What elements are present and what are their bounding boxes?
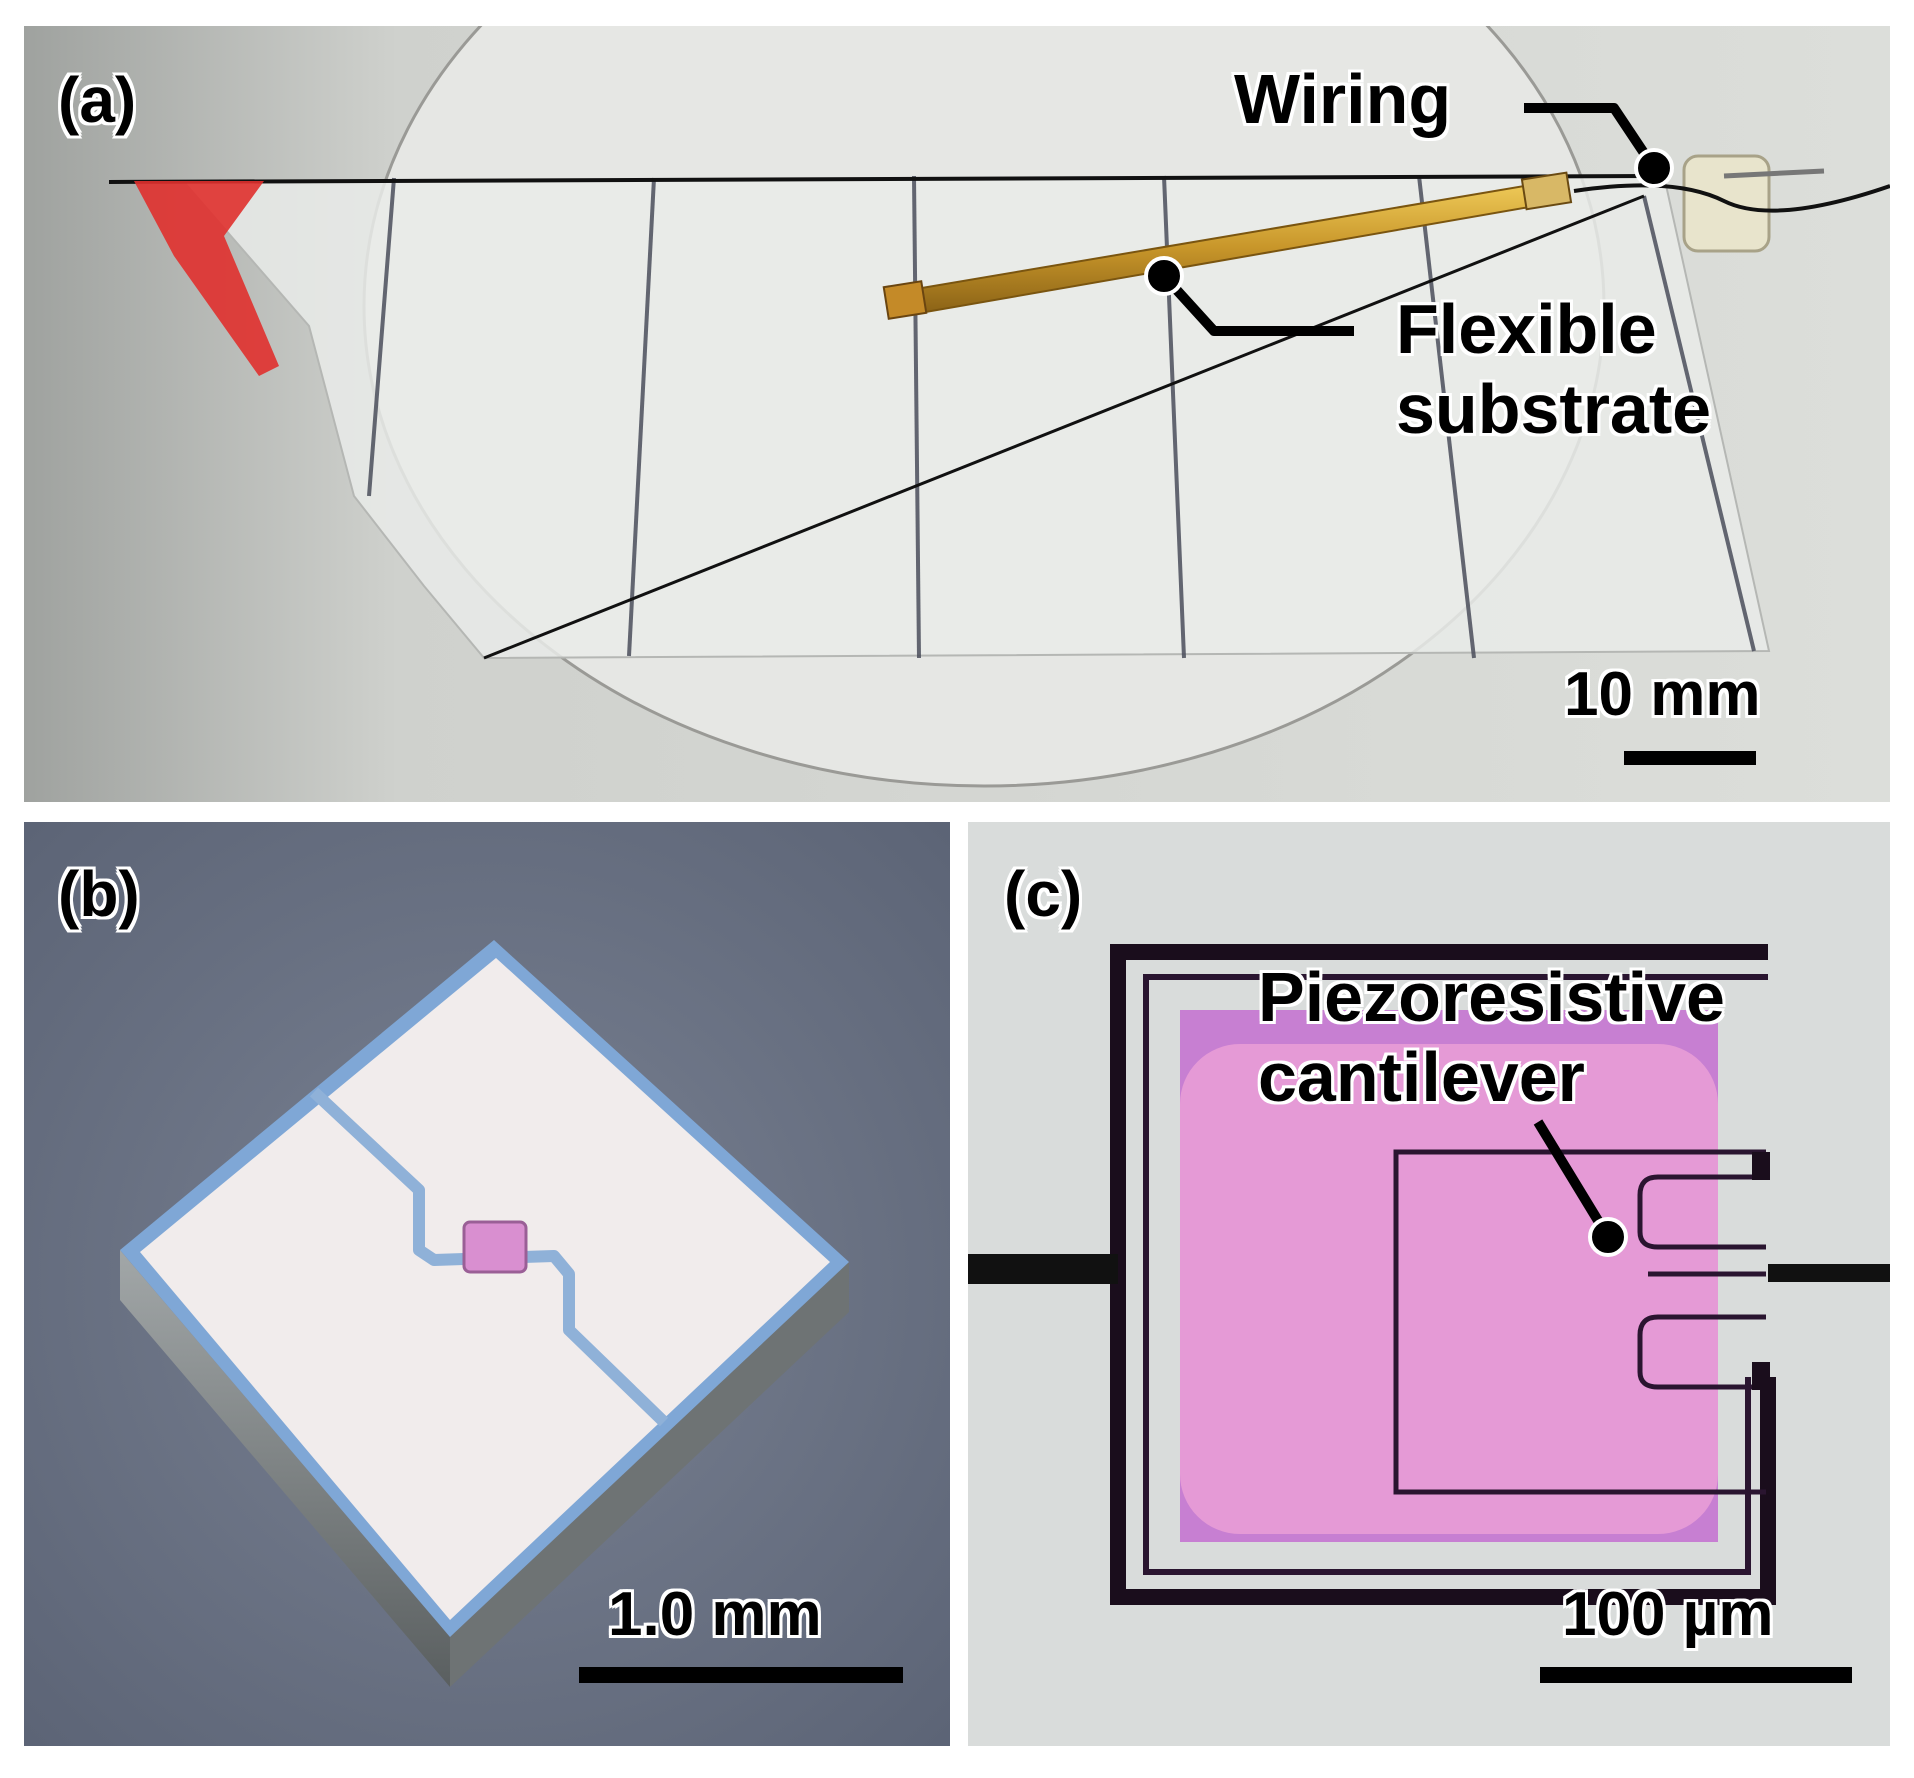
pin [1723,168,1825,179]
wiring-callout-dot [1634,148,1674,188]
panel-b-illustration [24,822,950,1746]
lead-pad-top [1752,1152,1770,1180]
flexible-label: Flexible [1396,290,1657,368]
cantilever-callout-dot [1588,1217,1628,1257]
scale-bar-b [579,1667,903,1683]
red-tape [134,181,279,376]
cantilever-label: cantilever [1258,1038,1585,1116]
cantilever-leads [1637,1174,1766,1390]
callout-leaders-a [1160,103,1659,336]
panel-a-illustration [24,26,1890,802]
central-sensor [462,1220,528,1274]
scale-label-b: 1.0 mm [608,1580,822,1649]
cantilever-leader [1533,1119,1613,1240]
pink-membrane-inner [1180,1044,1718,1534]
chip-side-right [450,1262,849,1687]
panel-b-photo: (b) 1.0 mm [24,822,950,1746]
wiring-label: Wiring [1234,60,1452,138]
chip-side-left [120,1250,450,1687]
sheet-top-line [108,174,1665,184]
panel-c-label: (c) [1004,858,1083,930]
scale-label-a: 10 mm [1564,660,1761,729]
panel-a-label: (a) [58,64,137,136]
connector-end [1520,171,1573,211]
sensor-pad [882,280,928,320]
piezoresistive-label: Piezoresistive [1258,958,1725,1036]
panel-c-photo: (c) Piezoresistive cantilever 100 µm [968,822,1890,1746]
scale-bar-c [1540,1667,1852,1683]
outer-frame [1110,944,1776,1605]
pencil-grid [367,175,1756,659]
panel-a-photo: (a) Wiring Flexible substrate 10 mm [24,26,1890,802]
substrate-callout-dot [1144,256,1184,296]
inner-frame [1143,974,1768,1575]
panel-c-illustration [968,822,1890,1746]
right-lead [1768,1264,1890,1282]
left-lead [968,1254,1118,1284]
panel-b-label: (b) [58,858,140,930]
wire [1573,183,1890,213]
chip-top-surface [140,958,830,1620]
lead-pad-bottom [1752,1362,1770,1390]
sheet-diagonal-line [483,194,1645,660]
scale-bar-a [1624,751,1756,765]
scale-label-c: 100 µm [1562,1580,1774,1649]
cantilever-outline [1393,1149,1766,1495]
substrate-label: substrate [1396,370,1712,448]
